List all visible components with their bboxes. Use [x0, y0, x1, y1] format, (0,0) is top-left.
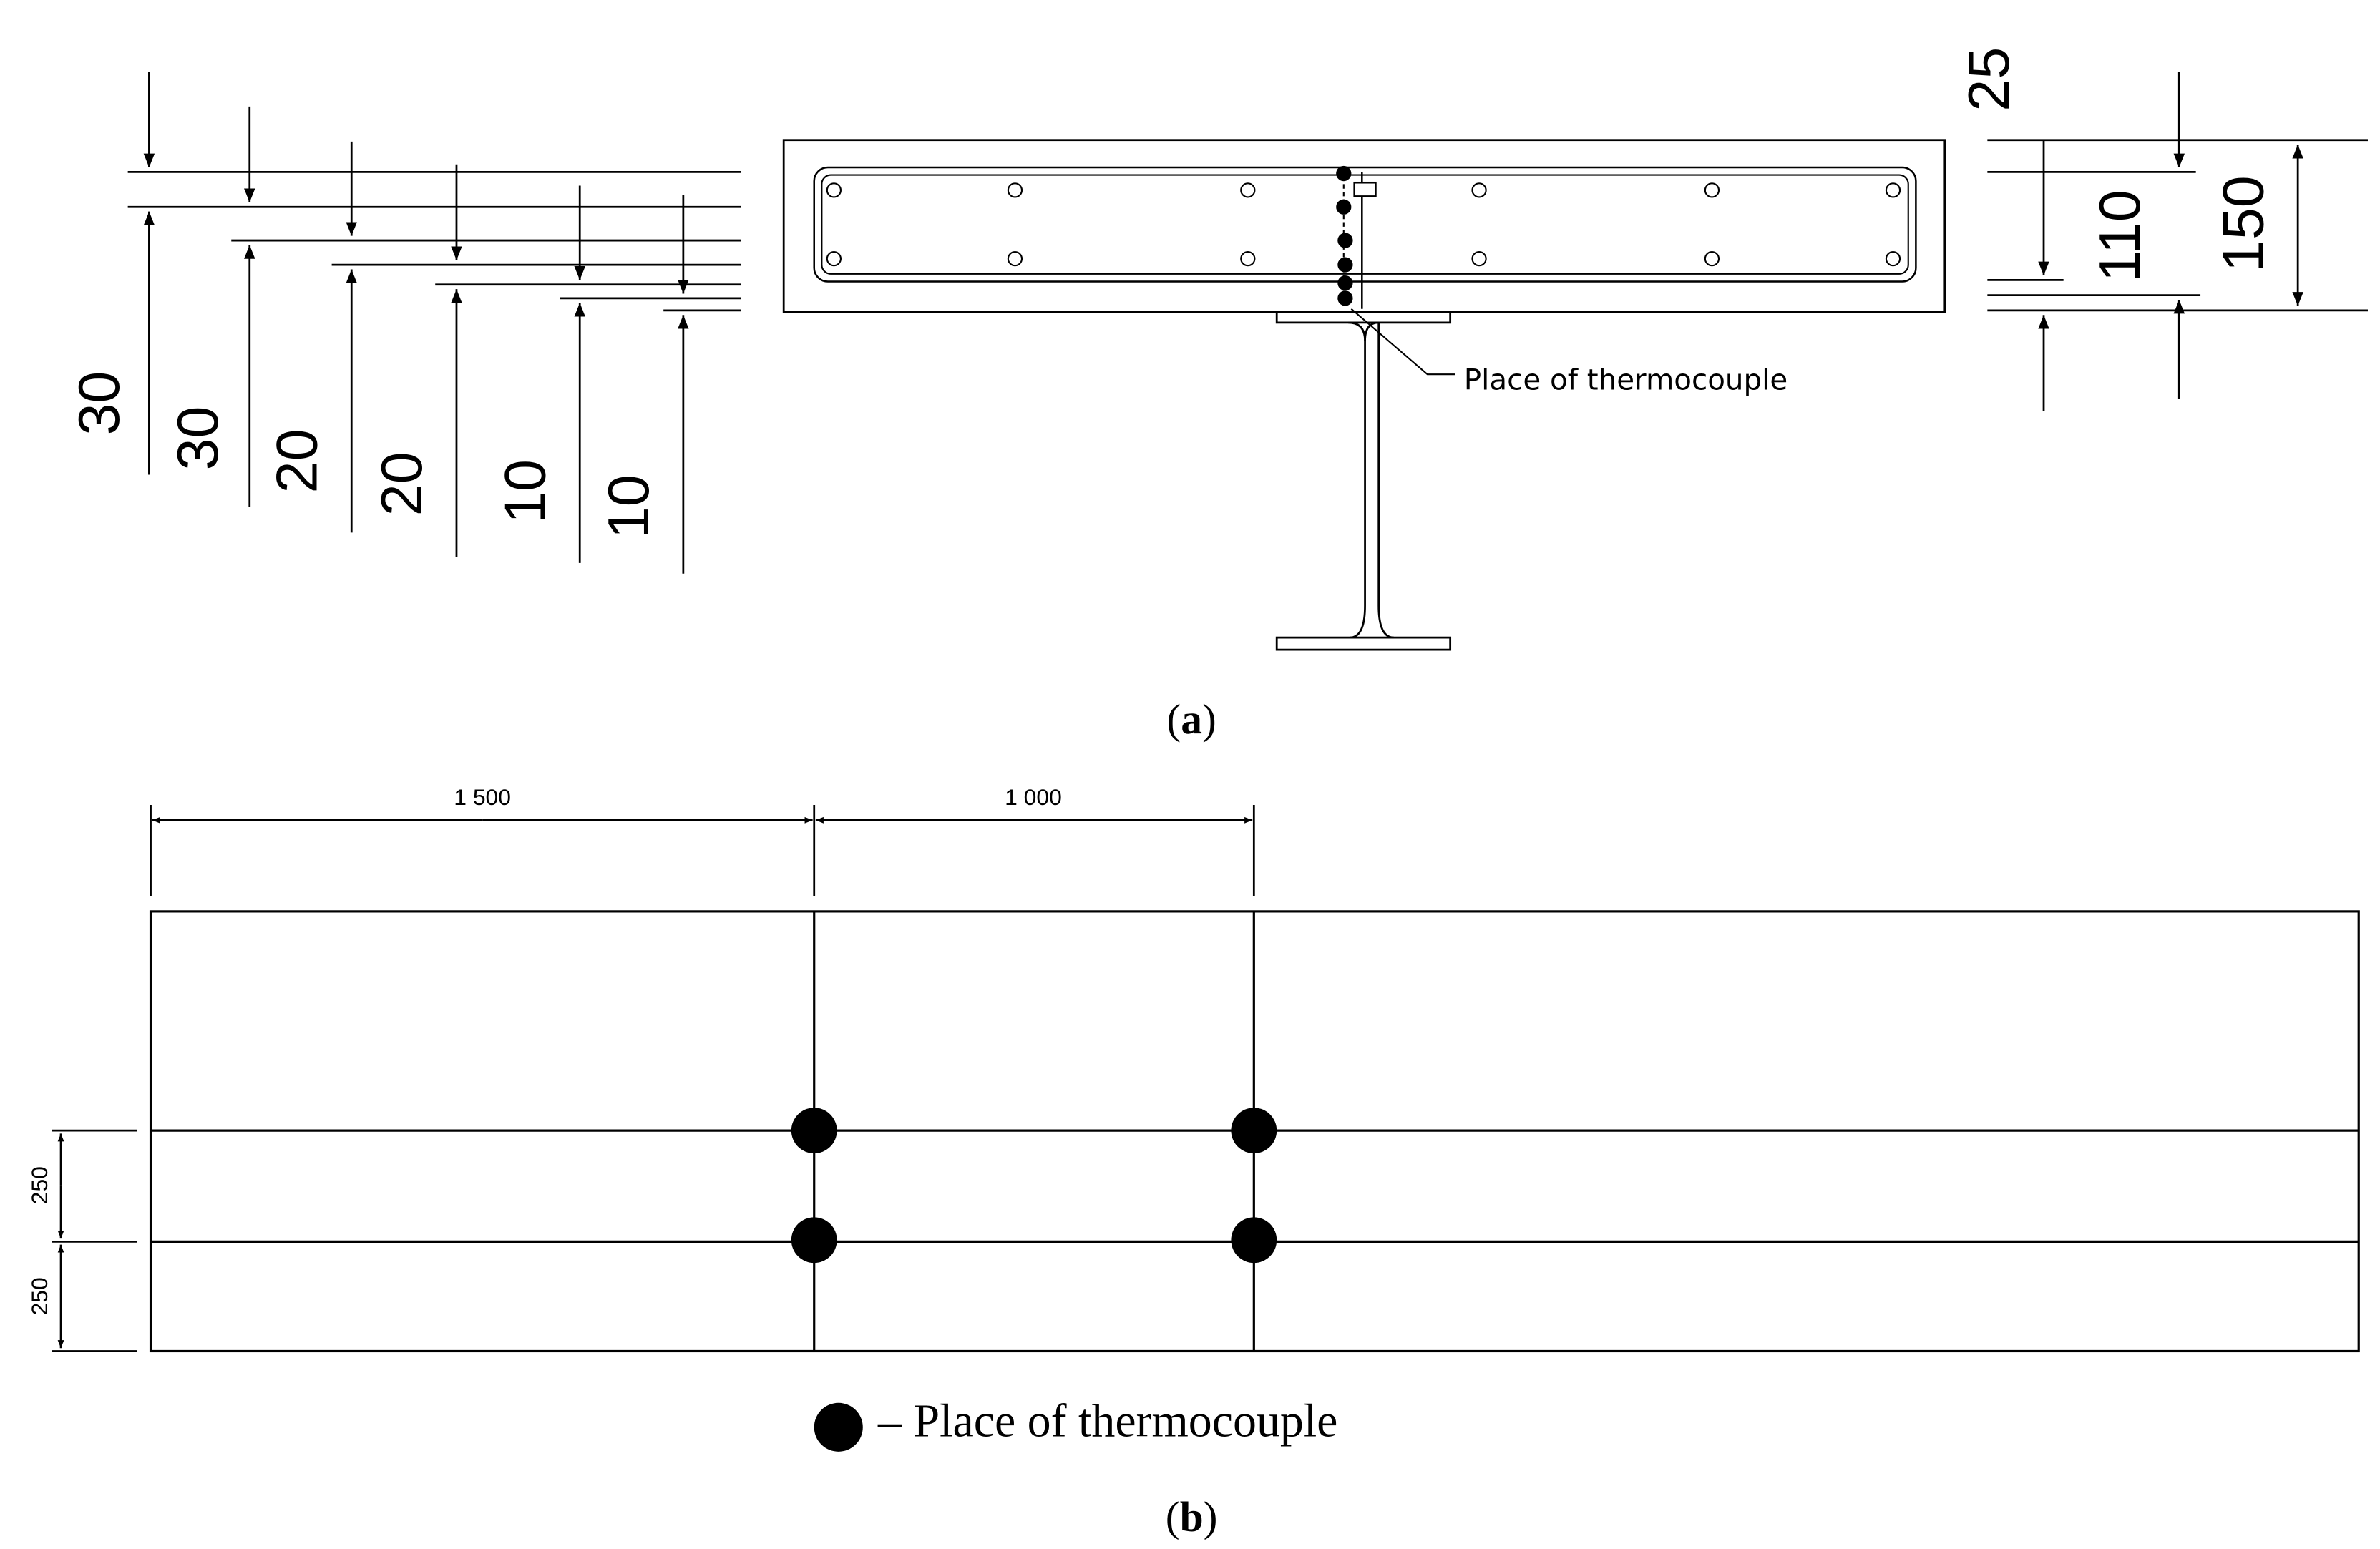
plan-view: 1 500 1 000 250 250 – Pl — [26, 784, 2360, 1540]
legend: – Place of thermocouple — [814, 1395, 1337, 1452]
steel-i-beam — [1275, 311, 1452, 651]
dim-label-1000: 1 000 — [1005, 784, 1062, 810]
right-dimension-labels: 25 110 150 — [1957, 47, 2276, 282]
caption-b: (b) — [1166, 1492, 1218, 1540]
thermocouple-point — [1231, 1217, 1277, 1264]
rebar-bar — [1240, 250, 1256, 267]
thermocouple-point — [1337, 233, 1353, 248]
dim-label-250-b: 250 — [26, 1277, 52, 1315]
rebar-bar — [1471, 182, 1487, 198]
section-view: 30 30 20 20 10 10 — [67, 47, 2368, 743]
thermocouple-point — [1336, 165, 1352, 182]
right-dimension-chains — [1987, 72, 2368, 411]
legend-marker — [814, 1402, 863, 1452]
dim-label-10-a: 10 — [493, 459, 557, 524]
rebar-bar — [1471, 250, 1487, 267]
thermocouple-point — [1337, 257, 1353, 273]
caption-a: (a) — [1166, 695, 1216, 743]
callout-label: Place of thermocouple — [1464, 362, 1788, 396]
dim-label-20-b: 20 — [370, 451, 434, 516]
dim-label-25: 25 — [1957, 47, 2021, 112]
dim-label-10-b: 10 — [597, 474, 661, 539]
rebar-bar — [1704, 250, 1720, 267]
legend-label: – Place of thermocouple — [877, 1395, 1337, 1447]
dim-label-110: 110 — [2088, 190, 2152, 282]
rebar-cage-outer — [813, 166, 1917, 283]
rebar-bar — [826, 250, 842, 267]
side-dimension-chain — [52, 1129, 137, 1352]
dim-label-150: 150 — [2211, 175, 2276, 272]
rebar-cage-inner — [821, 174, 1909, 275]
callout-leader — [1350, 308, 1455, 376]
thermocouple-point — [1336, 199, 1352, 215]
thermocouple-point — [791, 1108, 837, 1154]
section-thermocouple-points — [1336, 165, 1353, 306]
thermocouple-point — [1337, 275, 1353, 291]
dim-label-30-a: 30 — [67, 371, 132, 436]
rebar-bar — [1240, 182, 1256, 198]
rebar-bar — [1007, 250, 1023, 267]
rebar-bar — [1704, 182, 1720, 198]
thermocouple-point — [1231, 1108, 1277, 1154]
rebar-bar — [1007, 182, 1023, 198]
dim-label-1500: 1 500 — [454, 784, 511, 810]
rebar-bar — [826, 182, 842, 198]
dim-label-30-b: 30 — [166, 406, 230, 471]
plan-thermocouple-points — [791, 1108, 1277, 1264]
concrete-slab — [782, 139, 1946, 313]
thermocouple-sensor — [1353, 181, 1377, 197]
rebar-bar — [1885, 182, 1901, 198]
top-dimension-chain — [150, 805, 1255, 896]
thermocouple-point — [791, 1217, 837, 1264]
dim-label-250-a: 250 — [26, 1166, 52, 1204]
rebar-bars — [826, 182, 1901, 267]
thermocouple-point — [1337, 290, 1353, 306]
rebar-bar — [1885, 250, 1901, 267]
left-dimension-labels: 30 30 20 20 10 10 — [67, 371, 661, 539]
dim-label-20-a: 20 — [265, 429, 329, 493]
left-dimension-chains — [127, 72, 741, 574]
